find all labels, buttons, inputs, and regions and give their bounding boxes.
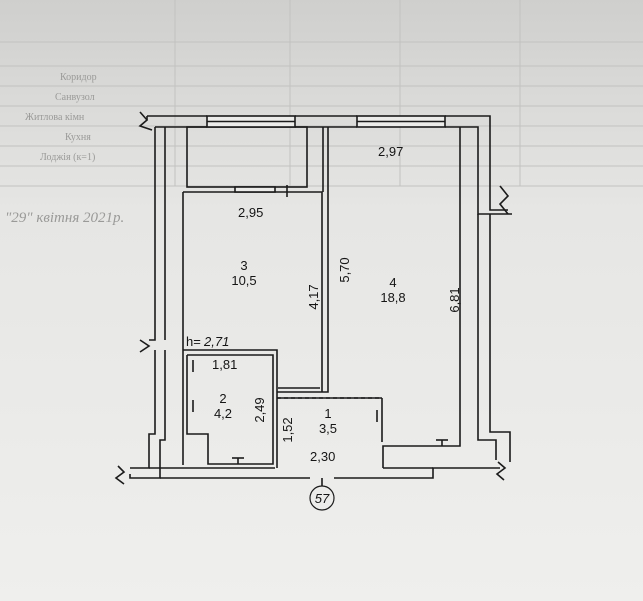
dim-1-81: 1,81 (212, 357, 237, 372)
faded-row-5: Лоджія (к=1) (40, 152, 95, 163)
dim-5-70: 5,70 (337, 257, 352, 282)
faded-row-4: Кухня (65, 132, 91, 143)
dim-1-52: 1,52 (280, 417, 295, 442)
dim-4-17: 4,17 (306, 284, 321, 309)
room-2-number: 2 (219, 391, 226, 406)
room-3-area: 10,5 (231, 273, 256, 288)
dim-2-30: 2,30 (310, 449, 335, 464)
faded-row-1: Коридор (60, 72, 97, 83)
faded-row-3: Житлова кімн (25, 112, 85, 123)
walls (114, 111, 512, 486)
room-4-number: 4 (389, 275, 396, 290)
room-1-area: 3,5 (319, 421, 337, 436)
dim-2-97: 2,97 (378, 144, 403, 159)
faded-row-2: Санвузол (55, 92, 95, 103)
height-value: 2,71 (203, 334, 229, 349)
axis-marker-circle (309, 485, 335, 511)
dim-2-49: 2,49 (252, 397, 267, 422)
room-1-number: 1 (324, 406, 331, 421)
room-4-area: 18,8 (380, 290, 405, 305)
faded-date: "29" квітня 2021р. (5, 210, 124, 226)
room-3-number: 3 (240, 258, 247, 273)
dim-2-95: 2,95 (238, 205, 263, 220)
faded-table (0, 0, 643, 187)
axis-marker-label: 57 (315, 491, 330, 506)
height-prefix: h= (186, 334, 201, 349)
dim-6-81: 6,81 (447, 287, 462, 312)
room-2-area: 4,2 (214, 406, 232, 421)
